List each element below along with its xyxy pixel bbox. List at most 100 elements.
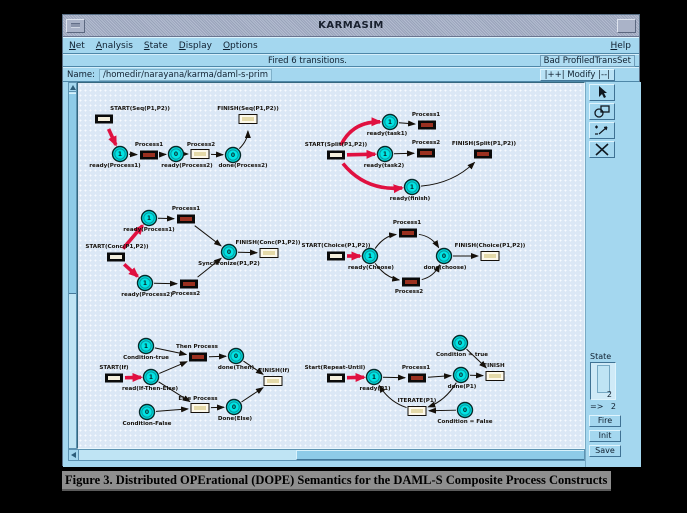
petri-node-rep-finish[interactable]: FINISH: [483, 363, 505, 381]
petri-label-spl-task2: ready(task2): [364, 163, 405, 169]
petri-label-spl-task1: ready(task1): [367, 131, 408, 137]
place-transition-tool-button[interactable]: [589, 103, 615, 120]
canvas-hscrollbar[interactable]: [68, 449, 585, 461]
svg-text:0: 0: [227, 249, 231, 256]
petri-node-if-start[interactable]: START(If): [99, 365, 129, 383]
petri-label-rep-iterate: ITERATE(P1): [398, 398, 437, 404]
window-resize-button[interactable]: [617, 18, 636, 33]
petri-node-rep-process1[interactable]: Process1: [402, 365, 430, 383]
petri-label-cho-start: START(Choice(P1,P2)): [302, 243, 371, 249]
petri-node-spl-process2[interactable]: Process2: [412, 140, 440, 158]
state-listbox[interactable]: 2: [590, 362, 616, 400]
petri-node-con-process2[interactable]: Process2: [172, 279, 200, 298]
scroll-up-button[interactable]: [68, 82, 77, 92]
menu-display[interactable]: Display: [178, 40, 212, 51]
petri-arc-rep-iterate--rep-ready: [378, 384, 407, 409]
petri-label-seq-start: START(Seq(P1,P2)): [110, 106, 170, 112]
petri-node-if-finish[interactable]: FINISH(If): [258, 368, 290, 386]
petri-label-spl-finish-p: ready(finish): [390, 196, 431, 202]
arc-token-tool-button[interactable]: [589, 122, 615, 139]
menu-help[interactable]: Help: [610, 40, 631, 51]
menu-state[interactable]: State: [143, 40, 168, 51]
fire-button[interactable]: Fire: [589, 415, 621, 427]
petri-node-con-start[interactable]: START(Conc(P1,P2)): [85, 244, 149, 262]
petri-label-con-sync: Synchronize(P1,P2): [198, 261, 260, 267]
menu-net[interactable]: Net: [69, 40, 85, 51]
petri-node-spl-start[interactable]: START(Split(P1,P2)): [305, 142, 368, 160]
petri-label-cho-ready: ready(Choose): [348, 265, 394, 271]
petri-node-seq-process2[interactable]: Process2: [187, 142, 215, 159]
petri-node-seq-start[interactable]: START(Seq(P1,P2)): [95, 106, 170, 124]
modify-toggle[interactable]: |++| Modify |--|: [539, 68, 615, 81]
petri-arc-cho-ready--cho-process1: [374, 232, 398, 249]
petri-node-cho-finish[interactable]: FINISH(Choice(P1,P2)): [455, 243, 526, 261]
svg-text:0: 0: [463, 407, 467, 414]
menu-analysis[interactable]: Analysis: [95, 40, 133, 51]
petri-label-con-process1: Process1: [172, 206, 200, 212]
window-title: KARMASIM: [318, 20, 384, 31]
petri-node-seq-finish[interactable]: FINISH(Seq(P1,P2)): [217, 106, 279, 124]
scroll-left-button[interactable]: [69, 450, 79, 460]
petri-node-spl-finish[interactable]: FINISH(Split(P1,P2)): [452, 141, 517, 159]
title-bar[interactable]: KARMASIM: [63, 15, 639, 37]
petri-node-seq-process1[interactable]: Process1: [135, 142, 163, 160]
window-menu-button[interactable]: [66, 18, 85, 33]
svg-text:1: 1: [149, 374, 153, 381]
petri-node-cho-process2[interactable]: Process2: [395, 277, 423, 296]
delete-tool-button[interactable]: [589, 141, 615, 158]
state-scroll-track[interactable]: [597, 365, 610, 393]
vscroll-thumb[interactable]: [69, 93, 76, 294]
hscroll-thumb[interactable]: [295, 450, 584, 460]
petri-node-cho-start[interactable]: START(Choice(P1,P2)): [302, 243, 371, 261]
petri-label-seq-done-p2: done(Process2): [218, 163, 268, 169]
file-path-field[interactable]: /homedir/narayana/karma/daml-s-prim: [98, 68, 273, 81]
petri-node-rep-iterate[interactable]: ITERATE(P1): [398, 398, 437, 416]
petri-node-if-then[interactable]: Then Process: [176, 344, 219, 362]
petri-node-con-finish[interactable]: FINISH(Conc(P1,P2)): [236, 240, 301, 258]
menu-options[interactable]: Options: [222, 40, 258, 51]
delete-icon: [595, 143, 609, 156]
petri-node-spl-process1[interactable]: Process1: [412, 112, 440, 130]
petri-node-cho-process1[interactable]: Process1: [393, 220, 421, 238]
petri-arc-if-ctrue--if-then: [154, 347, 188, 357]
init-button[interactable]: Init: [589, 430, 621, 442]
canvas-vscrollbar[interactable]: [68, 82, 77, 449]
pointer-tool-button[interactable]: [589, 84, 615, 101]
petri-label-seq-ready-p2: ready(Process2): [161, 163, 213, 169]
save-button[interactable]: Save: [589, 445, 621, 457]
petri-arc-spl-task1--spl-process1: [398, 120, 417, 127]
petri-label-seq-ready-p1: ready(Process1): [89, 163, 141, 169]
petri-arc-if-read--if-else: [158, 381, 191, 403]
petri-node-rep-start[interactable]: Start(Repeat-Until): [305, 365, 366, 383]
petri-arc-cho-process2--cho-done: [421, 264, 441, 281]
svg-text:0: 0: [234, 353, 238, 360]
petri-node-if-else[interactable]: Else Process: [178, 396, 218, 413]
petri-arc-seq-done-p2--seq-finish: [239, 129, 251, 149]
petri-label-spl-process2: Process2: [412, 140, 440, 146]
state-result-value: 2: [610, 402, 616, 411]
petri-node-con-process1[interactable]: Process1: [172, 206, 200, 224]
petri-label-seq-finish: FINISH(Seq(P1,P2)): [217, 106, 279, 112]
